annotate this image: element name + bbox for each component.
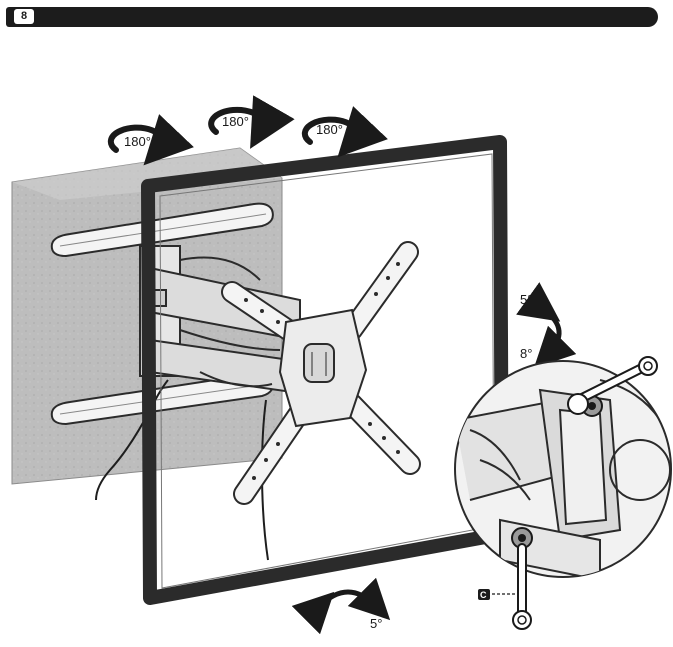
tilt-arrow-icon	[516, 282, 577, 369]
tilt-label-up: 5°	[520, 292, 532, 307]
wall-rail-upper	[50, 202, 274, 258]
step-number-badge: 8	[14, 9, 34, 24]
tilt-label-down: 8°	[520, 346, 532, 361]
swivel-arrow-right-icon	[301, 106, 388, 158]
wrench-upper-icon	[567, 356, 658, 415]
swivel-arrow-middle-icon	[208, 95, 295, 149]
callout-c-letter: C	[480, 590, 487, 600]
wrench-lower-icon	[512, 543, 532, 630]
bracket-slot-holes	[244, 262, 400, 480]
swivel-arrow-left-icon	[107, 114, 194, 166]
level-label-left: 5°	[312, 616, 324, 631]
detail-zoom-circle	[454, 360, 672, 578]
step-header-bar: 8	[6, 7, 658, 27]
level-label-right: 5°	[370, 616, 382, 631]
level-arrow-icon	[291, 577, 391, 635]
swivel-label-middle: 180°	[222, 114, 249, 129]
vesa-bracket	[221, 241, 421, 505]
swivel-label-left: 180°	[124, 134, 151, 149]
swivel-label-right: 180°	[316, 122, 343, 137]
callout-c: C	[478, 589, 518, 600]
